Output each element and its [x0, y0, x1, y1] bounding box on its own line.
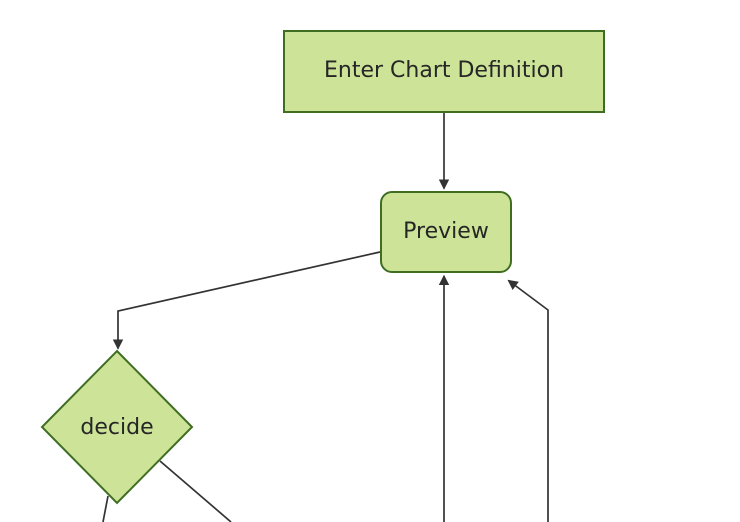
edge-offscreen-bottom-right-to-preview	[507, 279, 549, 522]
node-enter-chart-definition-label: Enter Chart Definition	[323, 58, 565, 84]
node-preview-label: Preview	[403, 218, 489, 244]
node-decide-label-box: decide	[47, 411, 187, 443]
node-enter-chart-definition: Enter Chart Definition	[283, 30, 605, 113]
node-preview: Preview	[380, 191, 512, 273]
edge-preview-to-decide	[112, 251, 381, 350]
node-decide-label: decide	[80, 414, 154, 440]
edge-decide-to-offscreen-bottom-right	[159, 460, 232, 522]
edge-decide-to-offscreen-bottom-left	[102, 495, 109, 522]
node-decide-diamond	[40, 349, 194, 505]
